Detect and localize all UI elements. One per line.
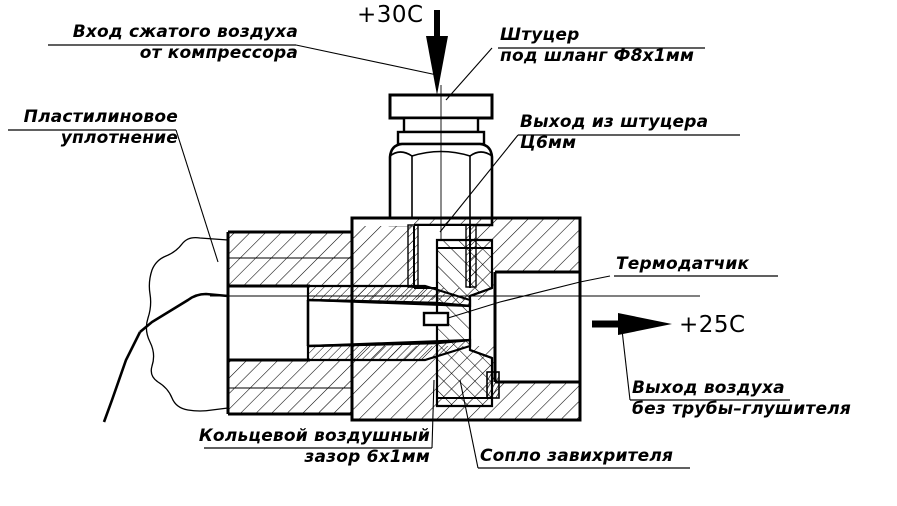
callout-air-outlet-line1: Выход воздуха <box>632 378 785 398</box>
callout-fitting-outlet-line2: Ц6мм <box>520 133 577 153</box>
callout-annular-gap-line1: Кольцевой воздушный <box>198 426 430 446</box>
inlet-temperature-label: +30C <box>357 2 424 28</box>
outlet-temperature-label: +25C <box>679 312 746 338</box>
callout-fitting-outlet: Выход из штуцера Ц6мм <box>520 112 708 154</box>
callout-fitting-line2: под шланг Ф8х1мм <box>500 46 695 66</box>
callout-thermal-sensor: Термодатчик <box>616 254 749 275</box>
callout-fitting-line1: Штуцер <box>500 25 580 45</box>
callout-annular-gap-line2: зазор 6х1мм <box>304 447 430 467</box>
callout-fitting: Штуцер под шланг Ф8х1мм <box>500 25 694 67</box>
callout-plasticine: Пластилиновое уплотнение <box>6 107 178 149</box>
callout-swirl-nozzle: Сопло завихрителя <box>480 446 673 467</box>
leader-lines <box>175 44 631 469</box>
callout-underlines <box>8 44 790 469</box>
callout-fitting-outlet-line1: Выход из штуцера <box>520 112 709 132</box>
callout-annular-gap: Кольцевой воздушный зазор 6х1мм <box>196 426 430 468</box>
callout-inlet: Вход сжатого воздуха от компрессора <box>40 22 298 64</box>
plasticine-seal <box>102 236 229 423</box>
callout-plasticine-line1: Пластилиновое <box>23 107 178 127</box>
callout-inlet-line2: от компрессора <box>139 43 298 63</box>
thermal-sensor-element <box>422 311 450 327</box>
callout-plasticine-line2: уплотнение <box>60 128 178 148</box>
callout-swirl-nozzle-line1: Сопло завихрителя <box>480 446 674 466</box>
callout-air-outlet-line2: без трубы–глушителя <box>632 399 851 419</box>
outlet-flow-arrow <box>592 313 672 335</box>
callout-inlet-line1: Вход сжатого воздуха <box>72 22 298 42</box>
callout-air-outlet: Выход воздуха без трубы–глушителя <box>632 378 851 420</box>
callout-thermal-sensor-line1: Термодатчик <box>616 254 750 274</box>
inlet-flow-arrow <box>426 10 448 95</box>
